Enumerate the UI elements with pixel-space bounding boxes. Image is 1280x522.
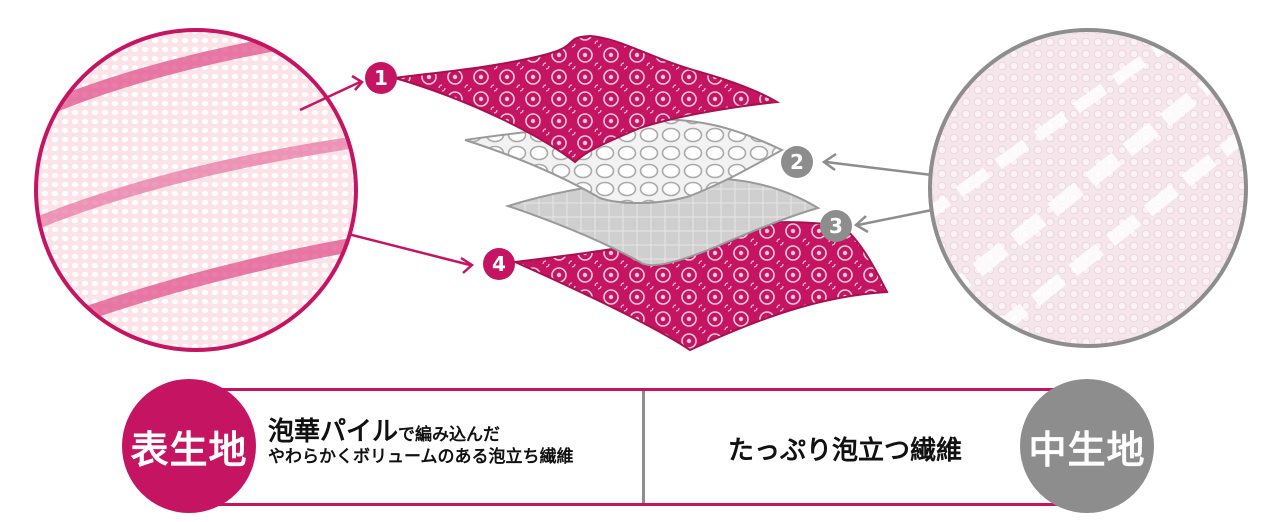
middle-fabric-badge: 中生地 (1020, 379, 1154, 513)
surface-description-small: で編み込んだ (398, 425, 501, 445)
arrow-to-layer-3 (853, 208, 933, 234)
legend-divider (642, 391, 645, 503)
arrow-to-layer-2 (821, 152, 933, 177)
layer-illustration: 1 2 3 4 (34, 28, 1248, 352)
surface-fabric-badge: 表生地 (122, 379, 256, 513)
surface-description-line1: 泡華パイルで編み込んだ (268, 417, 648, 448)
arrow-to-layer-4 (347, 232, 475, 274)
arrow-to-layer-1 (299, 74, 364, 112)
layer-3-number: 3 (829, 214, 843, 238)
layer-3-marker: 3 (820, 210, 852, 242)
legend-bar (202, 388, 1076, 506)
middle-fabric-badge-label: 中生地 (1028, 427, 1146, 472)
surface-fabric-closeup (34, 28, 358, 352)
surface-fabric-badge-label: 表生地 (130, 427, 248, 472)
layer-1-marker: 1 (365, 62, 397, 94)
layer-1-sheet (394, 34, 781, 164)
surface-fabric-description: 泡華パイルで編み込んだ やわらかくボリュームのある泡立ち繊維 (268, 417, 648, 467)
layer-2-number: 2 (790, 150, 804, 174)
middle-fabric-closeup (928, 28, 1248, 348)
layer-4-marker: 4 (483, 248, 515, 280)
surface-description-line2: やわらかくボリュームのある泡立ち繊維 (268, 446, 574, 467)
middle-fabric-description: たっぷり泡立つ繊維 (727, 436, 962, 466)
layer-4-number: 4 (492, 252, 506, 276)
layer-2-marker: 2 (781, 146, 813, 178)
layer-1-number: 1 (374, 66, 388, 90)
surface-description-main: 泡華パイル (268, 417, 399, 447)
